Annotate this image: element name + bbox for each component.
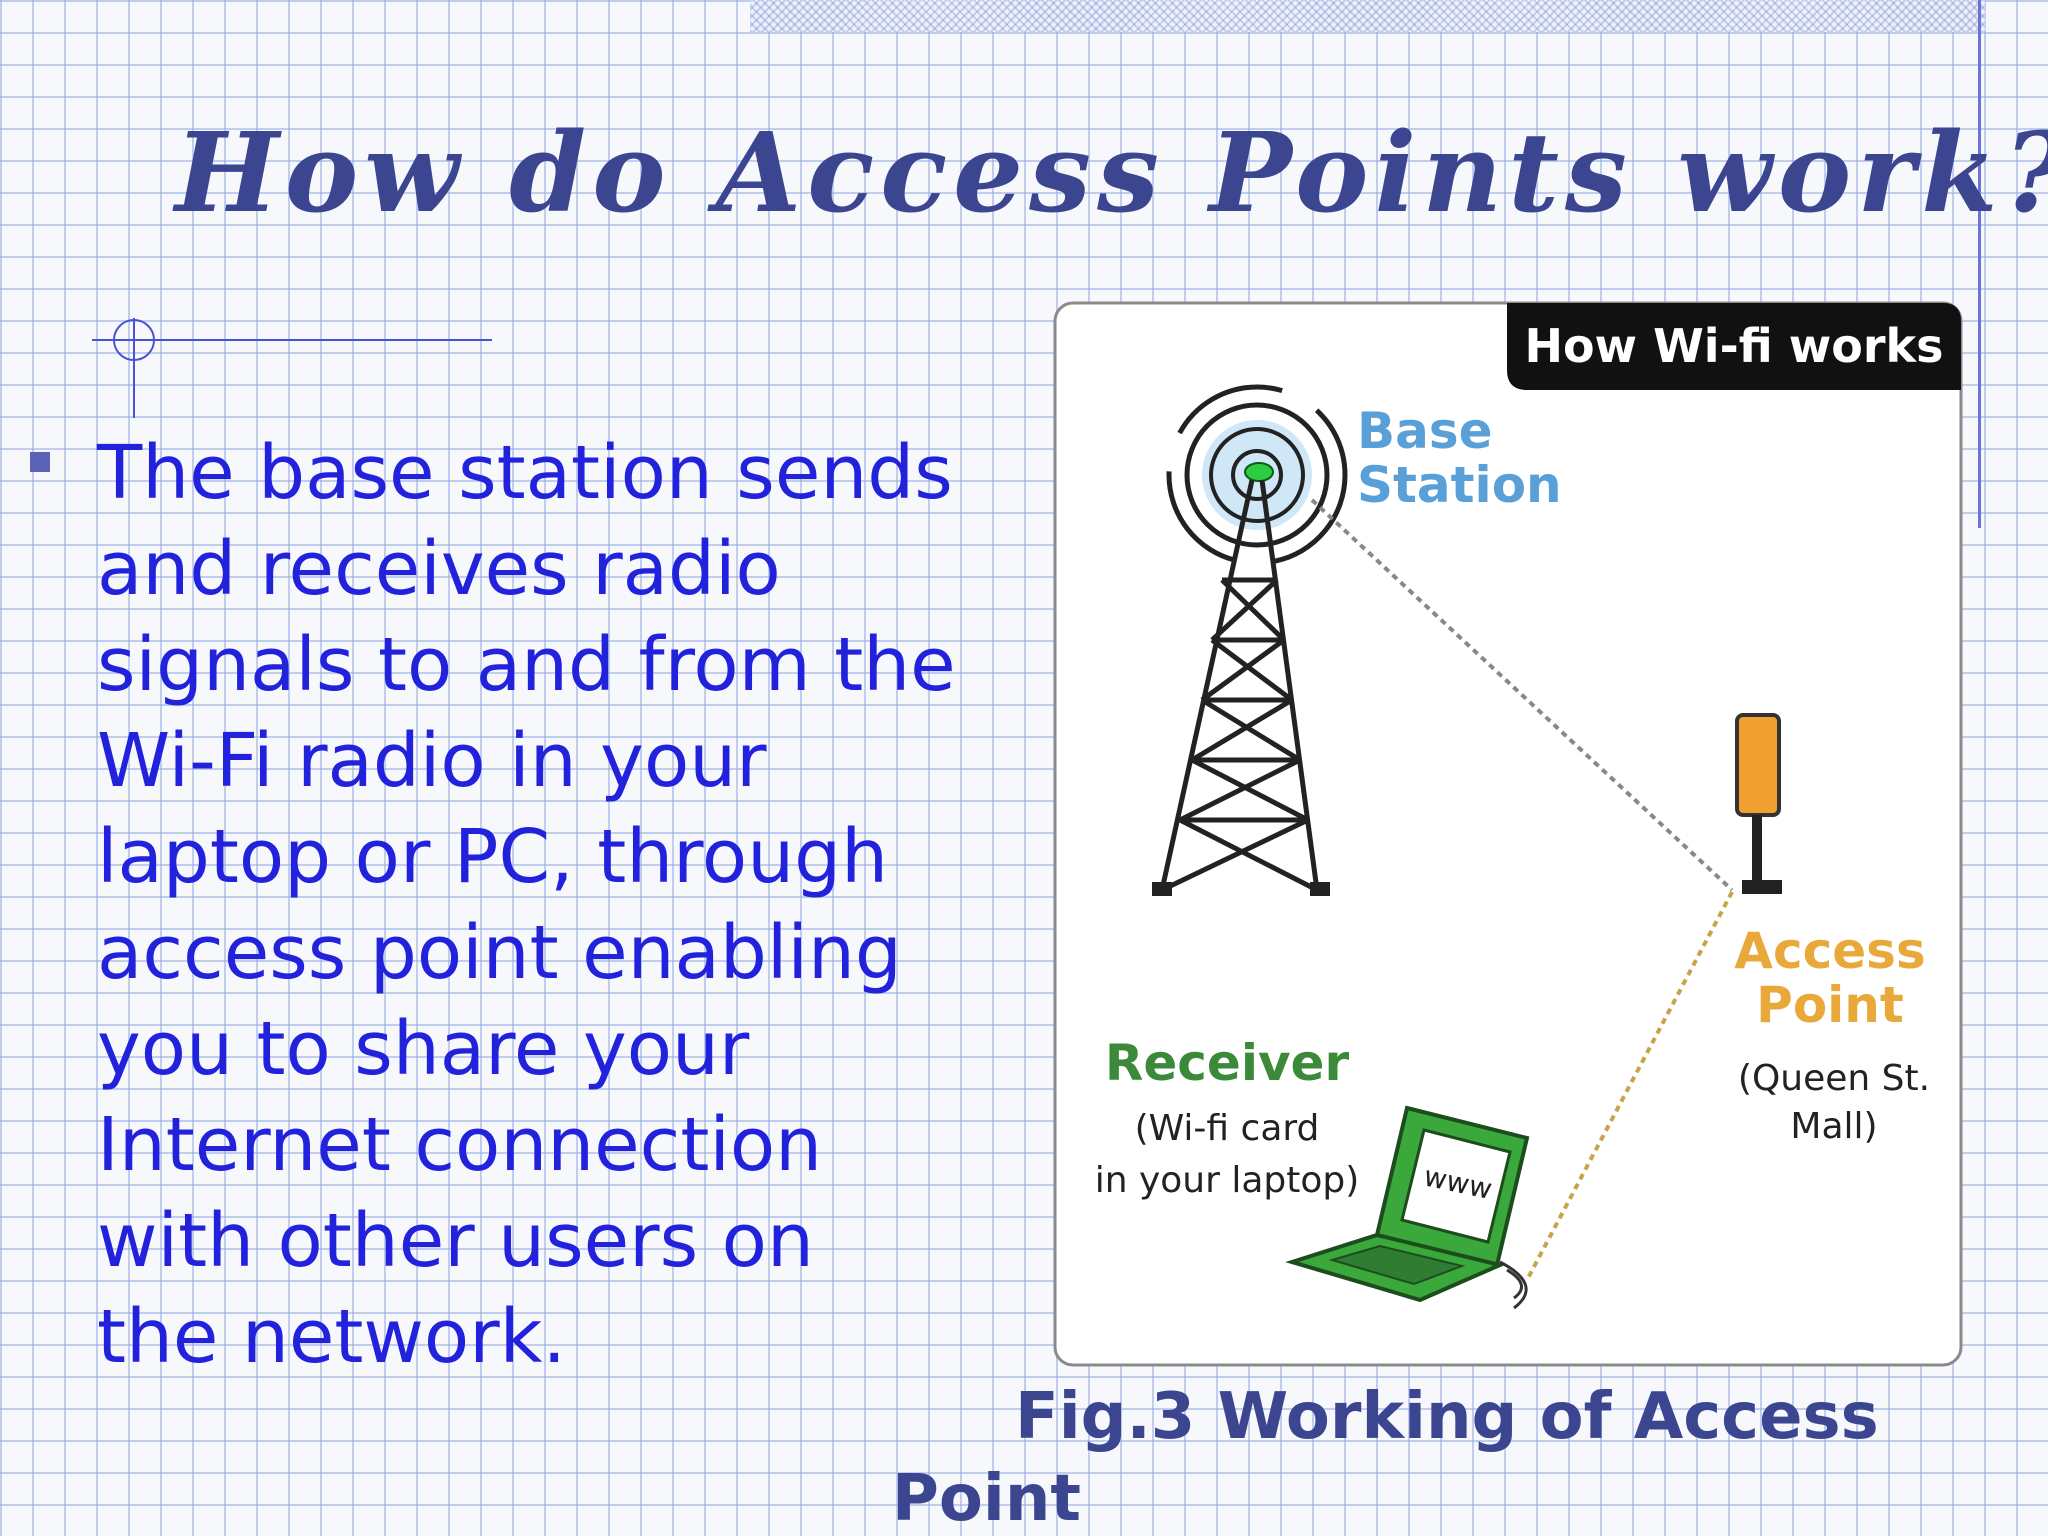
- banner-background: [1507, 303, 1961, 390]
- access-point-label: Access Point: [1734, 922, 1925, 1034]
- svg-text:(Queen St.: (Queen St.: [1738, 1058, 1930, 1099]
- access-point-device: [1735, 713, 1782, 894]
- radio-tower: [1159, 479, 1320, 893]
- header-hatch-band: [750, 0, 1985, 32]
- figure-caption-line2: Point: [892, 1462, 1081, 1536]
- svg-text:Mall): Mall): [1790, 1106, 1877, 1147]
- svg-text:Base: Base: [1357, 402, 1493, 460]
- figure-caption-line1: Fig.3 Working of Access: [1015, 1380, 1879, 1454]
- antenna-tip: [1244, 462, 1274, 482]
- bullet-marker: [30, 452, 50, 472]
- svg-text:Point: Point: [1756, 976, 1904, 1034]
- bullet-text: The base station sends and receives radi…: [97, 430, 956, 1380]
- wifi-diagram: How Wi-fi works Base Station: [1053, 301, 1963, 1367]
- svg-text:Station: Station: [1357, 456, 1562, 514]
- svg-text:in your laptop): in your laptop): [1095, 1160, 1360, 1201]
- signal-waves: [1166, 384, 1348, 566]
- laptop-icon: www: [1285, 1105, 1530, 1310]
- access-point-note: (Queen St. Mall): [1738, 1058, 1930, 1147]
- crosshair-ornament: [92, 318, 492, 418]
- banner-text: How Wi-fi works: [1524, 319, 1943, 373]
- svg-text:(Wi-fi card: (Wi-fi card: [1135, 1108, 1320, 1149]
- signal-link-ap-to-laptop: [1525, 891, 1734, 1281]
- svg-text:Access: Access: [1734, 922, 1925, 980]
- right-margin-rule: [1978, 0, 1981, 528]
- base-station-label: Base Station: [1357, 402, 1562, 514]
- signal-link-base-to-ap: [1310, 498, 1734, 892]
- slide-title: How do Access Points work?: [175, 108, 2048, 237]
- receiver-label: Receiver: [1105, 1034, 1350, 1092]
- receiver-note: (Wi-fi card in your laptop): [1095, 1108, 1360, 1201]
